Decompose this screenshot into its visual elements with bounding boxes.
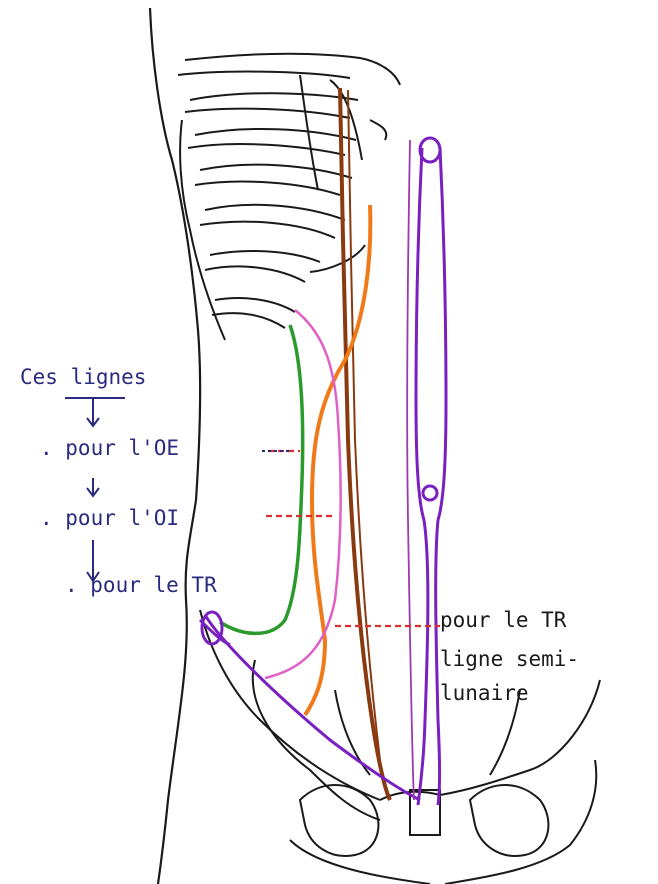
blue-arrows — [65, 398, 125, 581]
brown-line — [340, 88, 390, 800]
green-line — [220, 325, 303, 633]
label-pour-tr: . pour le TR — [65, 575, 217, 596]
label-right-line1: pour le TR — [440, 607, 566, 633]
label-pour-oi: . pour l'OI — [40, 508, 179, 529]
label-right-line3: lunaire — [440, 680, 529, 706]
label-ces-lignes: Ces lignes — [20, 367, 146, 388]
rib-cage — [178, 54, 400, 340]
purple-thin-line — [407, 140, 414, 800]
label-pour-oe: . pour l'OE — [40, 438, 179, 459]
label-right-line2: ligne semi- — [440, 646, 579, 672]
